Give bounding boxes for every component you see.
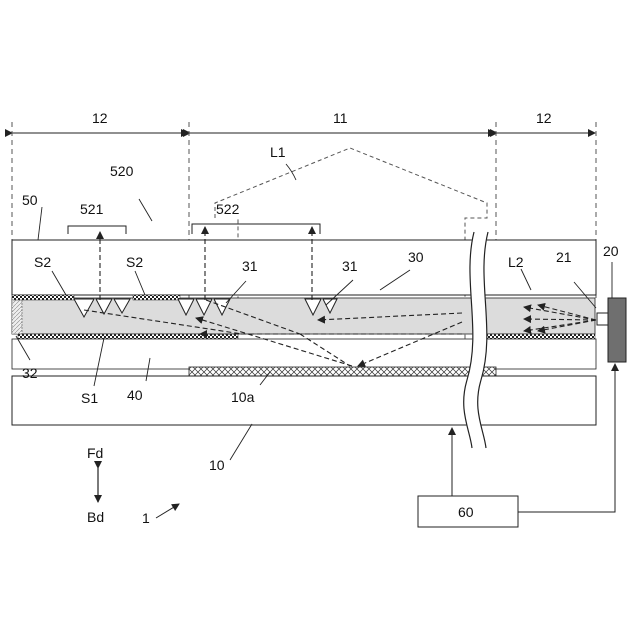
- bottom-reflective-strips: [18, 334, 595, 339]
- layer-40: [12, 339, 596, 369]
- side-reflector: [12, 298, 22, 334]
- region-11-label: 11: [333, 110, 348, 126]
- label-31-left: 31: [242, 258, 258, 274]
- label-S1: S1: [81, 390, 98, 406]
- label-40: 40: [127, 387, 143, 403]
- label-S2-left: S2: [34, 254, 51, 270]
- label-60: 60: [458, 504, 474, 520]
- label-521: 521: [80, 201, 104, 217]
- label-21: 21: [556, 249, 572, 265]
- base-layer: [12, 376, 596, 425]
- label-L1: L1: [270, 144, 286, 160]
- display-panel-10a: [189, 367, 496, 376]
- label-522: 522: [216, 201, 240, 217]
- label-L2: L2: [508, 254, 524, 270]
- label-20: 20: [603, 243, 619, 259]
- brace-521: [68, 226, 126, 234]
- label-30: 30: [408, 249, 424, 265]
- label-520: 520: [110, 163, 134, 179]
- light-source-20: [608, 298, 626, 362]
- emitter-21: [597, 313, 608, 325]
- label-S2-right: S2: [126, 254, 143, 270]
- region-12-right-label: 12: [536, 110, 552, 126]
- brace-522: [192, 224, 320, 234]
- label-1: 1: [142, 510, 150, 526]
- label-Fd: Fd: [87, 445, 103, 461]
- label-50: 50: [22, 192, 38, 208]
- device-pointer-arrow: [156, 504, 179, 518]
- label-10: 10: [209, 457, 225, 473]
- label-32: 32: [22, 365, 38, 381]
- label-Bd: Bd: [87, 509, 104, 525]
- label-10a: 10a: [231, 389, 255, 405]
- label-31-right: 31: [342, 258, 358, 274]
- region-12-left-label: 12: [92, 110, 108, 126]
